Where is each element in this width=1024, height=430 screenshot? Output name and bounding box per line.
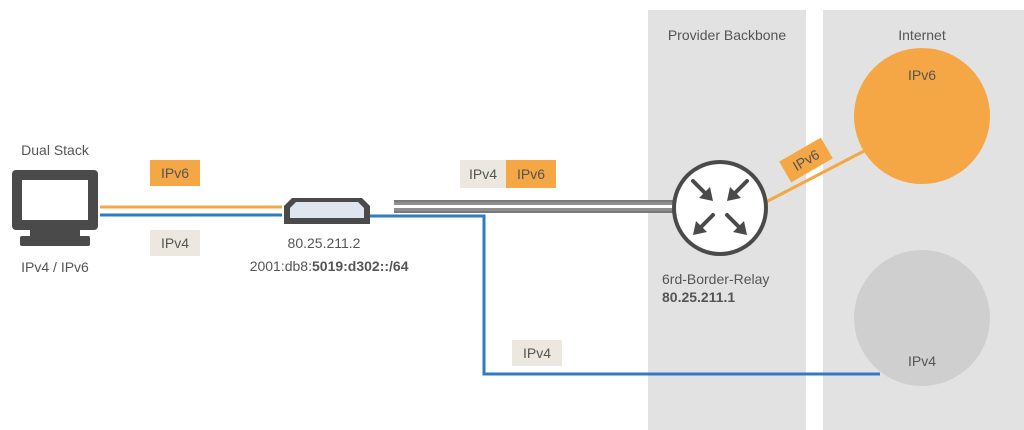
client-subtitle: IPv4 / IPv6 [21,259,89,275]
client-ipv6-tag [150,160,200,186]
ipv4-internet-cloud [854,250,990,386]
dual-stack-client-icon [12,170,98,246]
tunnel-ipv4-tag [460,160,506,188]
ipv4-cloud-label: IPv4 [908,353,936,369]
relay-name: 6rd-Border-Relay [662,271,769,287]
relay-address: 80.25.211.1 [662,289,735,305]
ipv4-backbone-link [370,214,880,376]
relay-ipv6-link [763,148,867,205]
internet-label: Internet [898,27,946,43]
cpe-ipv6-prefix-bold: 5019:d302::/64 [312,258,409,274]
client-ipv4-tag-label: IPv4 [161,235,189,251]
ipv6-internet-cloud [854,48,990,184]
ipv6-cloud-label: IPv6 [908,67,936,83]
cpe-ipv6-prefix-plain: 2001:db8: [250,258,312,274]
bottom-ipv4-tag [512,340,562,366]
border-relay-router-icon [672,160,768,256]
tunnel-ipv6-tag [506,160,556,188]
tunnel-ipv6-tag-label: IPv6 [517,166,545,182]
bottom-ipv4-tag-label: IPv4 [523,345,551,361]
provider-backbone-label: Provider Backbone [668,27,787,43]
cpe-ipv4-address: 80.25.211.2 [288,235,361,251]
tunnel-ipv4-tag-label: IPv4 [469,166,497,182]
client-title: Dual Stack [21,142,90,158]
cpe-router-icon [284,198,370,224]
client-ipv4-tag [150,230,200,256]
client-ipv6-tag-label: IPv6 [161,165,189,181]
